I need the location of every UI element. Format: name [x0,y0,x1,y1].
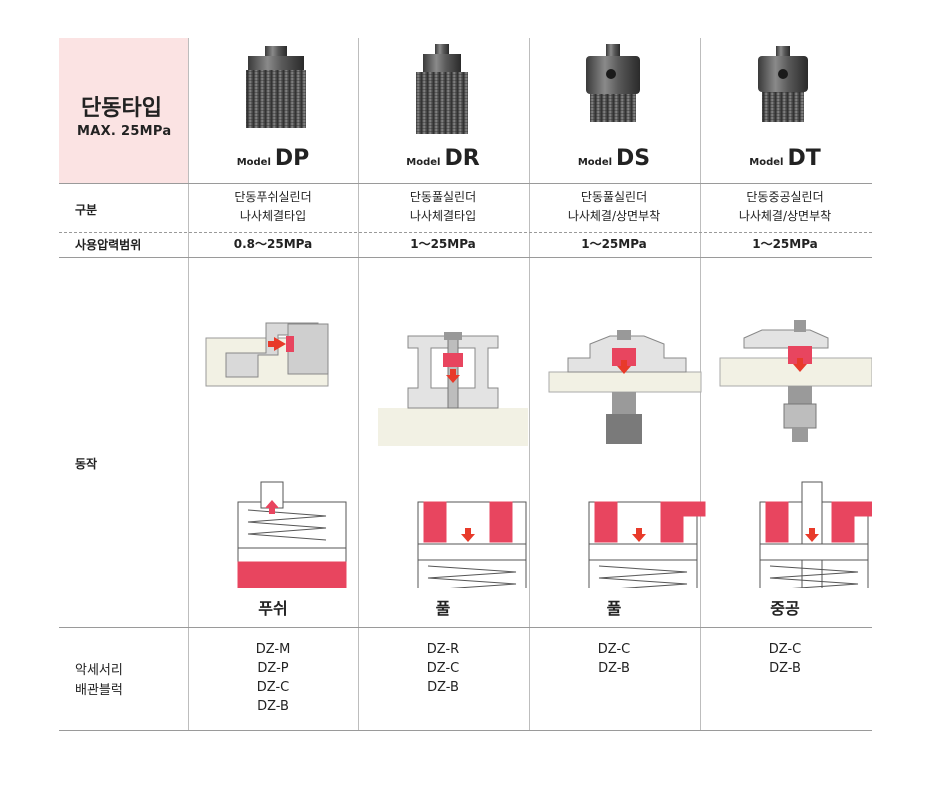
pressure-dt: 1～25MPa [752,237,818,251]
row-divider [59,232,872,233]
ds-application-diagram [548,330,702,444]
row-label-pressure: 사용압력범위 [75,238,142,252]
action-ds: 풀 [606,599,622,618]
action-dp: 푸쉬 [258,599,288,618]
row-divider [59,183,872,184]
dr-cylinder-photo [416,44,468,134]
pressure-dr: 1～25MPa [410,237,476,251]
dt-hollow-schematic [759,481,872,588]
dr-pull-schematic [417,501,527,588]
action-dt: 중공 [770,599,800,618]
type-title: 단동타입 [81,96,162,121]
ds-pull-schematic [588,501,706,588]
dp-cylinder-photo [246,46,306,128]
operation-diagrams [205,320,872,588]
product-photos [246,44,808,134]
row-label-operation: 동작 [75,457,98,471]
action-dr: 풀 [435,599,451,618]
row-label-accessories: 악세서리 배관블럭 [75,663,123,698]
dp-push-schematic [237,481,347,588]
spec-table: 단동타입 MAX. 25MPa [59,38,872,731]
row-label-category: 구분 [75,203,98,217]
row-divider [59,257,872,258]
column-divider [529,38,530,731]
dt-application-diagram [719,320,872,442]
dp-application-diagram [205,322,329,387]
pressure-ds: 1～25MPa [581,237,647,251]
row-divider [59,627,872,628]
max-pressure: MAX. 25MPa [77,124,172,139]
dt-cylinder-photo [758,46,808,122]
row-divider [59,730,872,731]
type-title-cell: 단동타입 MAX. 25MPa [59,38,188,183]
column-divider [358,38,359,731]
pressure-dp: 0.8～25MPa [233,237,313,251]
dr-application-diagram [378,332,528,446]
column-divider [188,38,189,731]
ds-cylinder-photo [586,44,640,122]
